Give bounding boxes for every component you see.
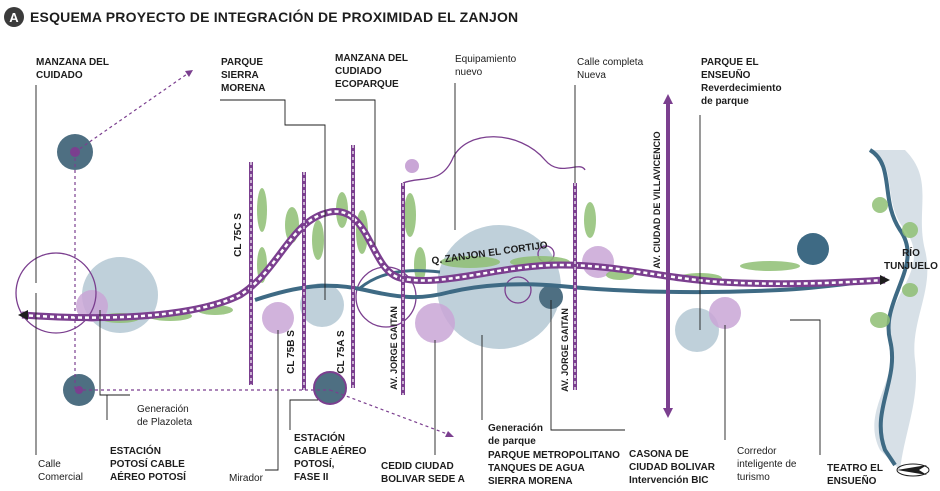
corridor-arrow-right xyxy=(880,275,890,285)
road-label-cl75as: CL 75A S xyxy=(336,330,347,374)
label-generacion-parque: Generación de parque xyxy=(488,423,544,447)
ensueno-circle xyxy=(675,308,719,352)
main-corridor-inner xyxy=(21,210,886,319)
label-teatro: TEATRO EL ENSUEÑO xyxy=(827,463,883,487)
label-manzana-cuidado: MANZANA DEL CUIDADO xyxy=(36,57,109,81)
sierra-circle xyxy=(300,283,344,327)
link-dashed-3 xyxy=(329,389,451,436)
label-equipamiento: Equipamiento nuevo xyxy=(455,54,517,78)
cable-circle xyxy=(313,371,347,405)
page-title: ESQUEMA PROYECTO DE INTEGRACIÓN DE PROXI… xyxy=(30,9,519,25)
cedid-circle xyxy=(415,303,455,343)
outline-circle-zanjon xyxy=(504,276,532,304)
label-estacion-cable: ESTACIÓN CABLE AÉREO POTOSÍ, FASE II xyxy=(294,433,367,483)
label-calle-completa: Calle completa Nueva xyxy=(577,57,644,81)
leader-lines xyxy=(35,83,821,471)
label-cedid: CEDID CIUDAD BOLIVAR SEDE A xyxy=(381,461,465,485)
link-arrow-1 xyxy=(185,70,193,77)
north-arrow-icon xyxy=(896,463,930,477)
outline-circle-left xyxy=(15,252,97,334)
label-parque-ensueno: PARQUE EL ENSEUÑO xyxy=(701,57,759,81)
label-parque-ensueno-sub: Reverdecimiento de parque xyxy=(701,83,782,107)
equip-small-circle xyxy=(405,159,419,173)
street-villavicencio xyxy=(663,94,673,418)
road-label-jorge-2: AV. JORGE GAITAN xyxy=(560,308,570,392)
label-casona-sub: Intervención BIC xyxy=(629,475,709,486)
corridor-arrow-left xyxy=(18,310,28,320)
road-label-cl75cs: CL 75C S xyxy=(233,213,244,257)
mirador-circle xyxy=(262,302,294,334)
label-manzana-ecoparque: MANZANA DEL CUDIADO ECOPARQUE xyxy=(335,53,408,90)
label-casona: CASONA DE CIUDAD BOLIVAR xyxy=(629,449,715,473)
label-mirador: Mirador xyxy=(229,473,263,484)
link-dashed-1 xyxy=(74,71,191,153)
road-label-villavicencio: AV. CIUDAD DE VILLAVICENCIO xyxy=(652,131,662,268)
park-circle-large xyxy=(437,225,561,349)
casona-circle xyxy=(539,285,563,309)
creek-blue-line xyxy=(254,278,881,302)
road-label-cl75bs: CL 75B S xyxy=(286,330,297,374)
teatro-circle xyxy=(797,233,829,265)
link-dashed-2 xyxy=(74,152,330,391)
label-parque-sierra: PARQUE SIERRA MORENA xyxy=(221,57,266,94)
label-parque-metropolitano: PARQUE METROPOLITANO TANQUES DE AGUA SIE… xyxy=(488,450,620,487)
label-calle-comercial: Calle Comercial xyxy=(38,459,84,483)
header: A ESQUEMA PROYECTO DE INTEGRACIÓN DE PRO… xyxy=(4,4,518,30)
label-generacion-plazoleta: Generación de Plazoleta xyxy=(137,404,193,428)
equipment-link xyxy=(402,136,586,184)
road-label-jorge-1: AV. JORGE GAITAN xyxy=(389,306,399,390)
label-corredor: Corredor inteligente de turismo xyxy=(737,446,797,483)
river-tunjuelo-line xyxy=(868,148,910,467)
label-rio-tunjuelo: RÍO TUNJUELO xyxy=(884,248,938,272)
corredor-circle xyxy=(709,297,741,329)
label-estacion-potosi: ESTACIÓN POTOSÍ CABLE AÉREO POTOSÍ xyxy=(110,446,186,483)
section-badge: A xyxy=(4,7,24,27)
link-arrow-3 xyxy=(445,431,454,437)
